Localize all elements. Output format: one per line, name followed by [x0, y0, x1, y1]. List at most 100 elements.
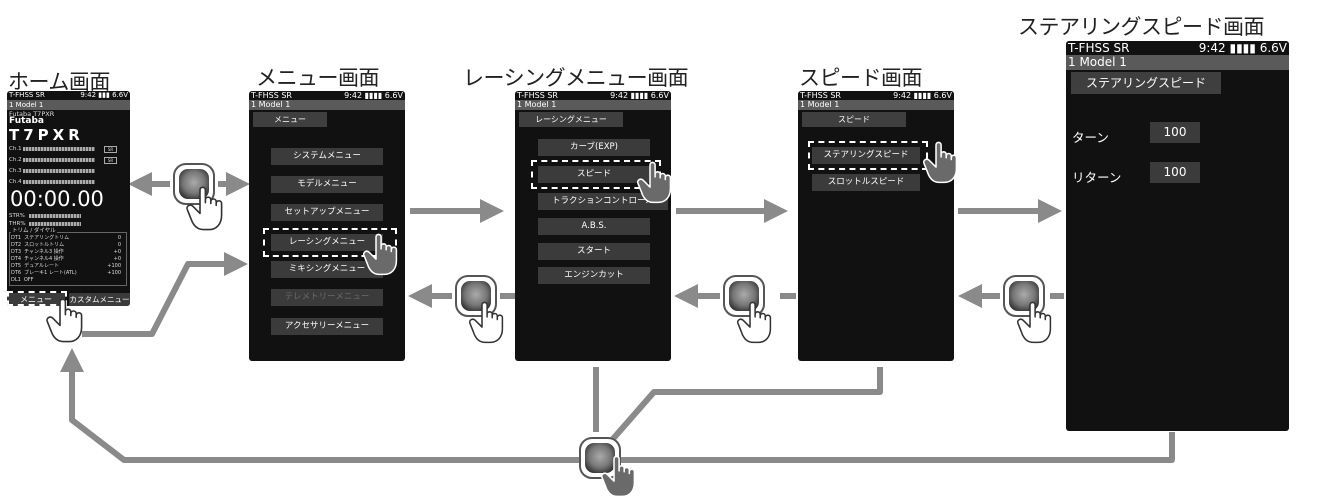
dial-name: OFF	[23, 277, 34, 283]
trim-label-4: Ch.4	[9, 179, 22, 185]
dial-id: DT6	[11, 270, 22, 276]
sr-badge-2: SR	[104, 157, 117, 164]
trim-label-2: Ch.2	[9, 157, 22, 163]
speed-item-throttle[interactable]: スロットルスピード	[812, 174, 920, 191]
dial-name: チャンネル3 操作	[24, 249, 64, 255]
return-value[interactable]: 100	[1150, 162, 1200, 183]
steering-header: ステアリングスピード	[1071, 72, 1221, 94]
model-name: 1 Model 1	[9, 101, 44, 109]
hand-pointer-icon	[46, 298, 83, 343]
racing-item-start[interactable]: スタート	[538, 243, 650, 260]
custom-menu-button[interactable]: カスタムメニュー	[69, 293, 130, 306]
hand-pointer-icon	[922, 141, 958, 184]
menu-item-model[interactable]: モデルメニュー	[271, 176, 383, 193]
menu-item-accessory[interactable]: アクセサリーメニュー	[271, 318, 383, 335]
status-voltage: 6.6V	[650, 91, 669, 100]
trim-label-3: Ch.3	[9, 168, 22, 174]
status-time: 9:42	[610, 91, 629, 100]
line-speed-down	[609, 367, 883, 442]
racing-item-traction[interactable]: トラクションコントロール	[538, 193, 668, 210]
thr-label: THR%	[9, 221, 26, 227]
dial-button-icon	[1003, 275, 1045, 317]
dial-value: +0	[113, 249, 121, 255]
dial-value: 0	[117, 242, 121, 248]
menu-item-system[interactable]: システムメニュー	[271, 148, 383, 165]
hand-pointer-icon	[636, 161, 672, 204]
title-steering: ステアリングスピード画面	[1018, 15, 1265, 39]
dial-name: ステアリングトリム	[24, 235, 70, 241]
speed-item-steering-highlight	[808, 141, 928, 170]
status-system: T-FHSS SR	[251, 91, 292, 100]
return-label: リターン	[1072, 170, 1122, 185]
trim-label-1: Ch.1	[9, 146, 22, 152]
dial-button-icon	[723, 275, 765, 317]
menu-item-racing-highlight	[263, 228, 397, 257]
menu-header: メニュー	[253, 112, 327, 127]
status-system: T-FHSS SR	[9, 91, 45, 99]
menu-item-racing[interactable]: レーシングメニュー	[271, 234, 383, 251]
brand-small: Futaba T7PXR	[9, 110, 55, 118]
str-meter	[29, 214, 81, 218]
dial-id: DL1	[11, 277, 21, 283]
hand-pointer-icon	[362, 233, 398, 276]
racing-item-speed[interactable]: スピード	[538, 166, 650, 183]
menu-item-mixing[interactable]: ミキシングメニュー	[271, 261, 383, 278]
trim-meter-2	[23, 158, 95, 162]
menu-button-highlight	[7, 291, 67, 306]
status-time: 9:42	[344, 91, 363, 100]
racing-item-curve[interactable]: カーブ(EXP)	[538, 139, 650, 156]
timer-display[interactable]: 00:00.00	[10, 187, 104, 211]
thr-meter	[29, 222, 81, 226]
dial-value: +100	[107, 270, 121, 276]
title-home: ホーム画面	[8, 70, 110, 94]
brand-logo: Futaba	[9, 116, 44, 126]
menu-item-setup[interactable]: セットアップメニュー	[271, 204, 383, 221]
model-name: 1 Model 1	[1068, 55, 1127, 69]
dial-name: スロットルトリム	[24, 242, 65, 248]
dial-header: トリム / ダイヤル	[11, 228, 57, 235]
dial-id: DT4	[11, 256, 22, 262]
turn-value[interactable]: 100	[1150, 122, 1200, 143]
status-time: 9:42	[1198, 41, 1226, 55]
title-menu: メニュー画面	[256, 66, 380, 90]
line-steering-down	[620, 432, 1175, 463]
dial-name: デュアルレート	[24, 263, 59, 269]
status-system: T-FHSS SR	[517, 91, 558, 100]
menu-button[interactable]: メニュー	[7, 293, 65, 306]
sr-badge-1: SR	[104, 146, 117, 153]
status-time: 9:42	[80, 91, 97, 99]
trim-meter-1	[23, 147, 95, 151]
title-racing: レーシングメニュー画面	[463, 66, 689, 90]
model-name: 1 Model 1	[800, 100, 840, 109]
dial-name: チャンネル4 操作	[24, 256, 64, 262]
turn-label: ターン	[1072, 130, 1109, 145]
status-system: T-FHSS SR	[1068, 41, 1130, 55]
racing-item-abs[interactable]: A.B.S.	[538, 218, 650, 235]
dial-id: DT2	[11, 242, 22, 248]
menu-item-telemetry: テレメトリーメニュー	[271, 289, 383, 306]
dial-name: ブレーキ1 レート(ATL)	[24, 270, 77, 276]
model-name: 1 Model 1	[251, 100, 291, 109]
product-logo: T7PXR	[9, 126, 84, 144]
str-label: STR%	[9, 213, 25, 219]
dial-value: +100	[107, 263, 121, 269]
dial-id: DT3	[11, 249, 22, 255]
dial-id: DT1	[11, 235, 22, 241]
status-time: 9:42	[893, 91, 912, 100]
speed-item-steering[interactable]: ステアリングスピード	[812, 147, 920, 164]
arrow-home-to-menu	[82, 252, 248, 337]
racing-item-engine-cut[interactable]: エンジンカット	[538, 267, 650, 284]
status-voltage: 6.6V	[384, 91, 403, 100]
